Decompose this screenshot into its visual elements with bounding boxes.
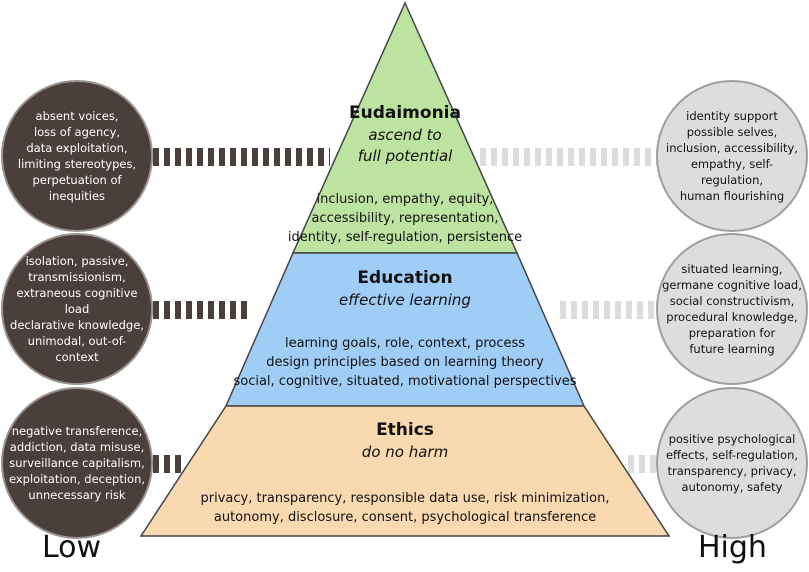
- low-eudaimonia-text: absent voices, loss of agency, data expl…: [17, 109, 137, 203]
- high-label: High: [698, 530, 767, 565]
- eudaimonia-subtitle-1: ascend to: [368, 126, 442, 144]
- high-eudaimonia-text: identity support possible selves, inclus…: [666, 109, 798, 203]
- low-ethics-text: negative transference, addiction, data m…: [8, 424, 146, 502]
- education-body-1: learning goals, role, context, process: [284, 336, 526, 351]
- eudaimonia-body-3: identity, self-regulation, persistence: [287, 230, 523, 245]
- high-ethics-text: positive psychological effects, self-reg…: [665, 432, 799, 494]
- eudaimonia-title: Eudaimonia: [349, 103, 461, 123]
- low-circle-education: isolation, passive, transmissionism, ext…: [1, 233, 153, 385]
- eudaimonia-subtitle-2: full potential: [357, 147, 453, 165]
- education-title: Education: [357, 268, 453, 288]
- low-connectors: [153, 148, 330, 473]
- tier-ethics-shape: [139, 405, 671, 537]
- education-body-2: design principles based on learning theo…: [266, 355, 544, 370]
- ethics-body-1: privacy, transparency, responsible data …: [200, 491, 610, 506]
- low-circle-eudaimonia: absent voices, loss of agency, data expl…: [1, 80, 153, 232]
- education-body-3: social, cognitive, situated, motivationa…: [233, 374, 577, 389]
- high-circle-ethics: positive psychological effects, self-reg…: [656, 387, 808, 539]
- high-circle-education: situated learning, germane cognitive loa…: [656, 233, 808, 385]
- ethics-body-2: autonomy, disclosure, consent, psycholog…: [213, 510, 597, 525]
- ethics-subtitle: do no harm: [361, 443, 449, 461]
- low-label: Low: [42, 530, 102, 565]
- low-education-text: isolation, passive, transmissionism, ext…: [10, 254, 144, 364]
- high-connectors: [480, 148, 658, 473]
- eudaimonia-body-1: inclusion, empathy, equity,: [316, 192, 494, 207]
- high-circle-eudaimonia: identity support possible selves, inclus…: [656, 80, 808, 232]
- low-circle-ethics: negative transference, addiction, data m…: [1, 387, 153, 539]
- education-subtitle: effective learning: [339, 291, 471, 309]
- ethics-title: Ethics: [376, 420, 434, 440]
- high-education-text: situated learning, germane cognitive loa…: [662, 262, 802, 356]
- eudaimonia-body-2: accessibility, representation,: [311, 211, 499, 226]
